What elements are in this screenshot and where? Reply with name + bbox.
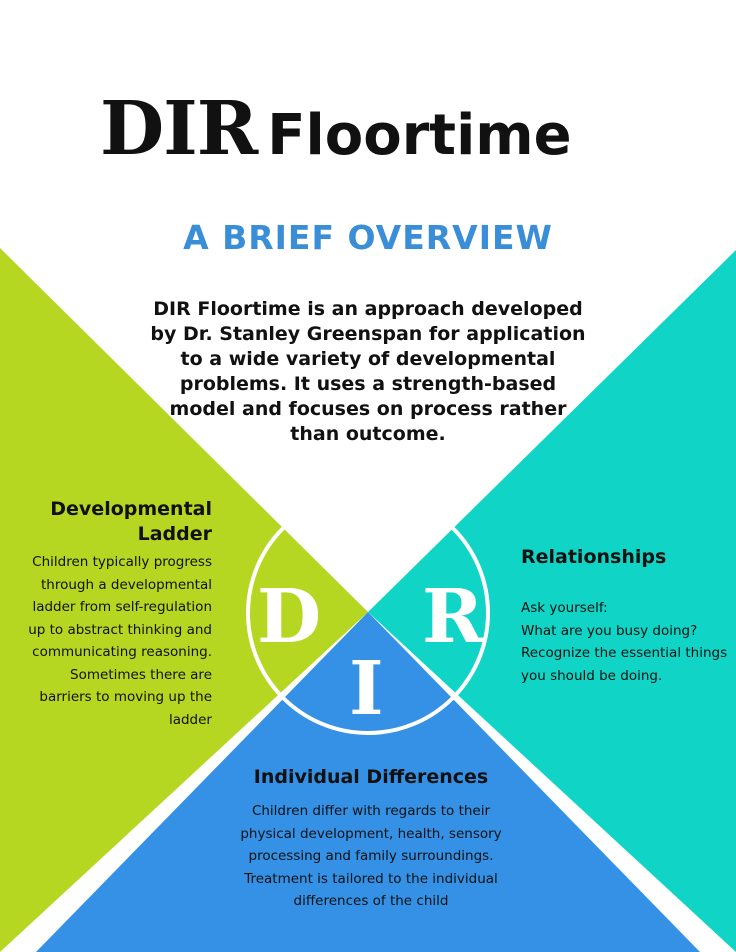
intro-paragraph: DIR Floortime is an approach developed b… — [150, 298, 586, 445]
center-circle — [246, 491, 490, 735]
developmental-ladder-title: Developmental Ladder — [50, 498, 212, 545]
teal-triangle — [368, 250, 736, 952]
letter-d: D — [257, 574, 322, 660]
individual-differences-body: Children differ with regards to their ph… — [240, 803, 502, 909]
letter-r: R — [422, 574, 484, 660]
relationships-title: Relationships — [521, 546, 667, 568]
subtitle: A BRIEF OVERVIEW — [183, 218, 553, 257]
blue-triangle — [36, 612, 700, 952]
relationships-line-2: What are you busy doing? — [521, 622, 698, 639]
individual-differences-title: Individual Differences — [253, 766, 489, 788]
relationships-line-3: Recognize the essential things you shoul… — [521, 645, 728, 684]
relationships-line-1: Ask yourself: — [521, 600, 608, 616]
developmental-ladder-body: Children typically progress through a de… — [28, 554, 212, 728]
title-floortime: Floortime — [267, 103, 572, 168]
letter-i: I — [349, 646, 384, 732]
title-dir: DIR — [100, 86, 258, 172]
relationships-body: Ask yourself: What are you busy doing? R… — [521, 597, 731, 687]
green-triangle — [0, 248, 368, 952]
